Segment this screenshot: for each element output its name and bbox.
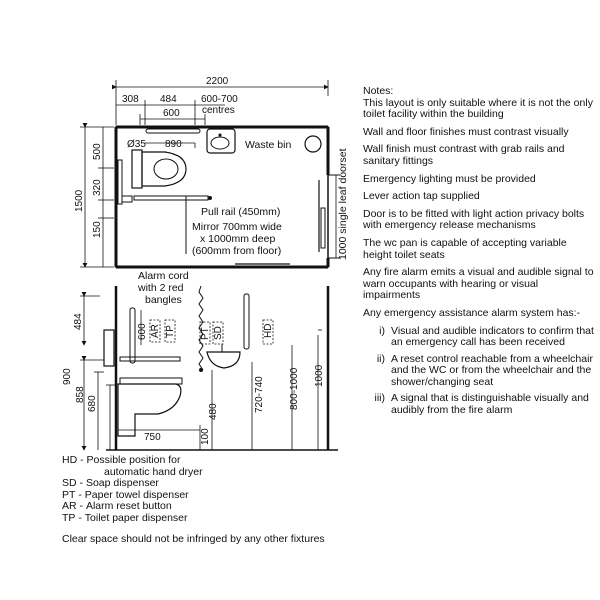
alarm-cord bbox=[198, 285, 204, 371]
dim-600-elev: 600 bbox=[137, 323, 148, 340]
dim-484: 484 bbox=[160, 94, 177, 105]
legend-code: HD bbox=[62, 454, 78, 466]
dim-720-740: 720-740 bbox=[254, 376, 265, 413]
note-paragraph: Any fire alarm emits a visual and audibl… bbox=[363, 266, 594, 302]
dim-600-plan: 600 bbox=[163, 108, 180, 119]
legend-row-pt: PT - Paper towel dispenser bbox=[62, 488, 189, 501]
fixture-ar: AR bbox=[150, 324, 161, 338]
note-paragraph: This layout is only suitable where it is… bbox=[363, 96, 593, 121]
elevation-view: Alarm cord with 2 red bangles AR bbox=[62, 270, 338, 451]
dim-2200: 2200 bbox=[206, 76, 229, 87]
dim-750: 750 bbox=[144, 432, 161, 443]
fixture-pt: PT bbox=[200, 327, 211, 340]
item-text: A signal that is distinguishable visuall… bbox=[391, 392, 589, 417]
dim-600-700: 600-700 bbox=[201, 94, 238, 105]
item-number: i) bbox=[379, 324, 385, 337]
legend-code: TP bbox=[62, 511, 76, 524]
legend-code: AR bbox=[62, 500, 77, 513]
legend-text: Toilet paper dispenser bbox=[84, 511, 188, 524]
label-alarm-1: Alarm cord bbox=[138, 270, 189, 282]
item-text: A reset control reachable from a wheelch… bbox=[391, 352, 593, 388]
alarm-requirement-item: ii) A reset control reachable from a whee… bbox=[363, 352, 595, 389]
label-alarm-3: bangles bbox=[145, 294, 182, 306]
plan-toilet bbox=[131, 149, 187, 189]
dim-858: 858 bbox=[75, 386, 86, 403]
clear-space-footnote: Clear space should not be infringed by a… bbox=[62, 533, 325, 545]
elevation-vertical-rail bbox=[129, 307, 136, 364]
note-paragraph: Any emergency assistance alarm system ha… bbox=[363, 306, 581, 319]
item-number: ii) bbox=[376, 352, 385, 365]
legend-row-hd-cont: automatic hand dryer bbox=[62, 465, 203, 479]
note-paragraph: Lever action tap supplied bbox=[363, 190, 480, 203]
legend-text: Soap dispenser bbox=[85, 477, 159, 490]
dim-900: 900 bbox=[62, 368, 73, 385]
item-number: iii) bbox=[374, 392, 386, 405]
legend-text: Alarm reset button bbox=[85, 500, 172, 513]
fixture-sd: SD bbox=[213, 326, 224, 340]
elevation-basin-rail bbox=[243, 293, 250, 350]
dim-1000-elev: 1000 bbox=[314, 364, 325, 387]
dim-centres: centres bbox=[202, 105, 235, 116]
dim-680: 680 bbox=[87, 395, 98, 412]
fixture-legend: HD - Possible position for automatic han… bbox=[62, 454, 203, 525]
label-mirror-1: Mirror 700mm wide bbox=[192, 221, 282, 233]
legend-row-sd: SD - Soap dispenser bbox=[62, 477, 159, 490]
plan-waste-bin bbox=[304, 135, 322, 153]
dim-308: 308 bbox=[122, 94, 139, 105]
label-d35: Ø35 bbox=[127, 139, 146, 150]
notes-panel: Notes: This layout is only suitable wher… bbox=[363, 85, 595, 422]
legend-row-hd: HD - Possible position for bbox=[62, 454, 181, 466]
plan-top-dimensions bbox=[112, 80, 329, 125]
note-paragraph: Wall and floor finishes must contrast vi… bbox=[363, 125, 569, 138]
label-mirror-3: (600mm from floor) bbox=[192, 245, 281, 257]
dim-320: 320 bbox=[92, 179, 103, 196]
elevation-toilet bbox=[103, 329, 183, 437]
label-alarm-2: with 2 red bbox=[137, 282, 184, 294]
label-pull-rail: Pull rail (450mm) bbox=[201, 206, 280, 218]
legend-text: Paper towel dispenser bbox=[84, 488, 189, 501]
dim-480: 480 bbox=[208, 403, 219, 420]
item-text: Visual and audible indicators to confirm… bbox=[391, 324, 594, 349]
note-paragraph: Door is to be fitted with light action p… bbox=[363, 207, 585, 232]
legend-code: SD bbox=[62, 477, 77, 490]
dim-1500: 1500 bbox=[74, 189, 85, 212]
note-paragraph: The wc pan is capable of accepting varia… bbox=[363, 236, 567, 261]
plan-dropdown-rail bbox=[133, 195, 209, 201]
dim-100: 100 bbox=[200, 428, 211, 445]
label-doorset: 1000 single leaf doorset bbox=[337, 148, 349, 260]
alarm-requirements-list: i) Visual and audible indicators to confi… bbox=[363, 324, 595, 417]
legend-text: Possible position for bbox=[86, 454, 181, 466]
elevation-basin bbox=[206, 344, 241, 369]
plan-door bbox=[318, 174, 340, 259]
legend-row-tp: TP - Toilet paper dispenser bbox=[62, 511, 188, 524]
label-890: 890 bbox=[165, 139, 182, 150]
legend-text: automatic hand dryer bbox=[104, 465, 203, 478]
plan-left-dimensions bbox=[80, 123, 114, 268]
dim-150: 150 bbox=[92, 221, 103, 238]
note-paragraph: Wall finish must contrast with grab rail… bbox=[363, 143, 565, 167]
alarm-requirement-item: i) Visual and audible indicators to confi… bbox=[363, 324, 595, 349]
alarm-requirement-item: iii) A signal that is distinguishable vis… bbox=[363, 393, 595, 416]
plan-top-grab-rail bbox=[145, 128, 201, 134]
dim-800-1000: 800-1000 bbox=[289, 367, 300, 410]
dim-500: 500 bbox=[92, 143, 103, 160]
label-waste-bin: Waste bin bbox=[245, 139, 291, 151]
fixture-hd: HD bbox=[263, 324, 274, 338]
legend-code: PT bbox=[62, 488, 76, 501]
legend-row-ar: AR - Alarm reset button bbox=[62, 500, 172, 513]
dim-484-elev: 484 bbox=[73, 313, 84, 330]
label-mirror-2: x 1000mm deep bbox=[200, 233, 275, 245]
fixture-tp: TP bbox=[165, 325, 176, 338]
notes-title: Notes: bbox=[363, 85, 394, 97]
plan-basin bbox=[206, 128, 236, 154]
plan-view: 2200 308 484 600-700 centres 600 1500 50… bbox=[74, 76, 349, 269]
note-paragraph: Emergency lighting must be provided bbox=[363, 172, 536, 185]
